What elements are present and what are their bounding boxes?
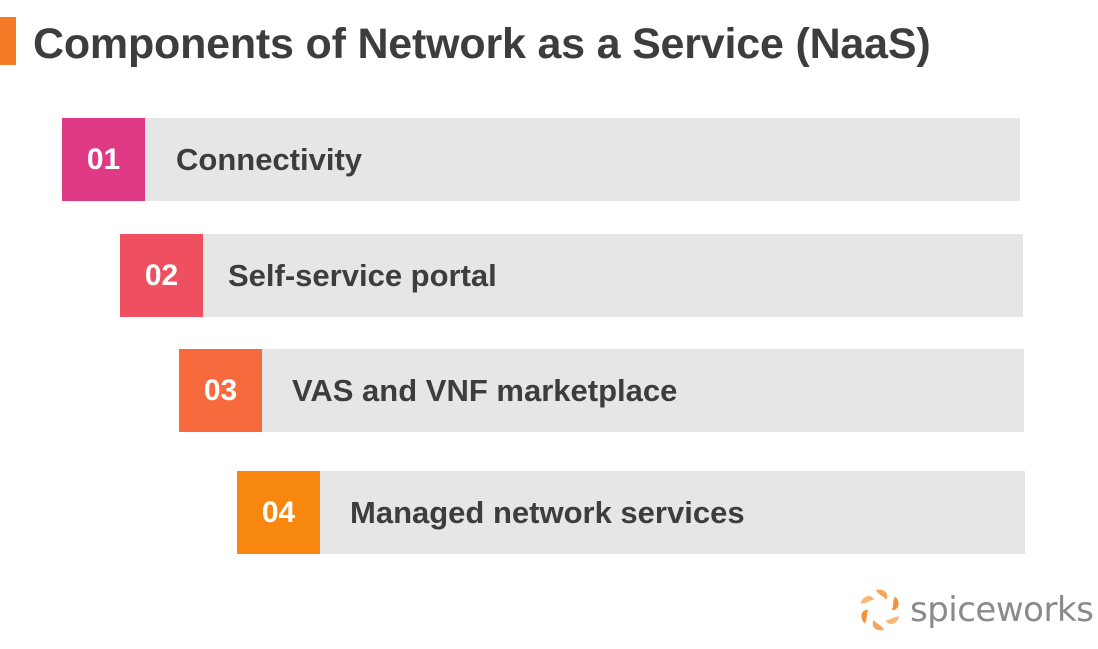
title-accent-bar: [0, 17, 16, 65]
item-label: Self-service portal: [228, 257, 497, 293]
item-bar: Managed network services: [320, 471, 1025, 554]
list-item-03: 03 VAS and VNF marketplace: [179, 349, 1024, 432]
item-number-badge: 01: [62, 118, 145, 201]
page-title: Components of Network as a Service (NaaS…: [33, 20, 931, 68]
item-bar: Self-service portal: [203, 234, 1023, 317]
list-item-02: 02 Self-service portal: [120, 234, 1023, 317]
item-bar: VAS and VNF marketplace: [262, 349, 1024, 432]
spiceworks-logo-icon: [860, 589, 900, 631]
list-item-04: 04 Managed network services: [237, 471, 1025, 554]
list-item-01: 01 Connectivity: [62, 118, 1020, 201]
item-label: Connectivity: [176, 141, 363, 177]
logo-text: spiceworks: [910, 590, 1094, 630]
item-number-badge: 02: [120, 234, 203, 317]
item-label: Managed network services: [350, 494, 745, 530]
item-bar: Connectivity: [145, 118, 1020, 201]
item-label: VAS and VNF marketplace: [292, 372, 678, 408]
item-number-badge: 03: [179, 349, 262, 432]
spiceworks-logo: spiceworks: [856, 584, 1094, 636]
item-number-badge: 04: [237, 471, 320, 554]
